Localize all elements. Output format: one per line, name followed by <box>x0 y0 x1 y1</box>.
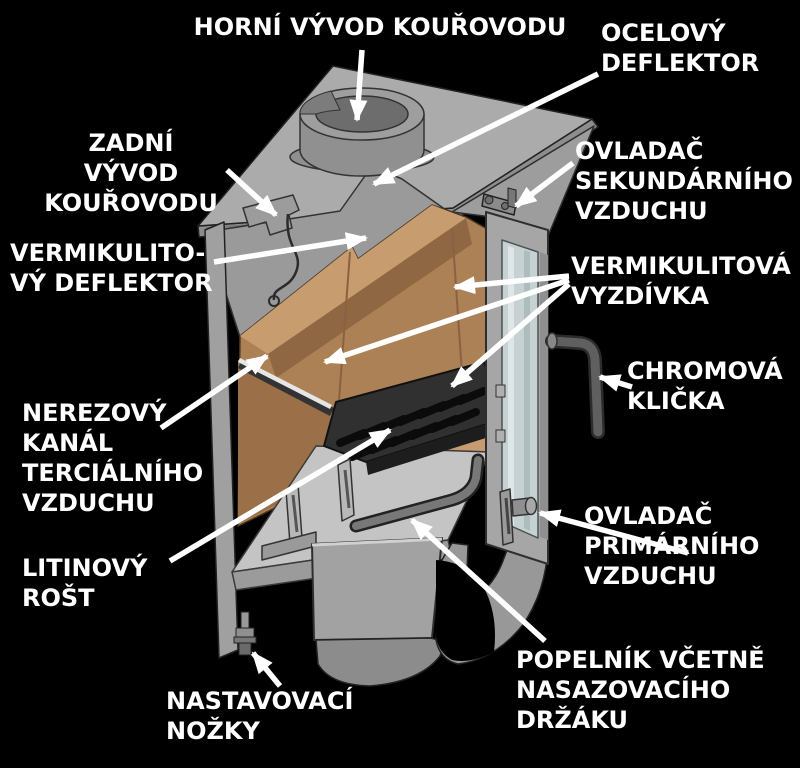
label-vermiculite-lining: VERMIKULITOVÁ VYZDÍVKA <box>571 252 791 310</box>
ash-pan-part <box>311 537 443 641</box>
label-top-flue-outlet: HORNÍ VÝVOD KOUŘOVODU <box>193 13 567 41</box>
label-adjustable-feet: NASTAVOVACÍ NOŽKY <box>166 687 354 745</box>
arrow-top-flue-outlet <box>349 49 368 122</box>
annotation-arrows <box>159 49 689 688</box>
left-cut-edge <box>204 221 239 659</box>
label-rear-flue-outlet: ZADNÍ VÝVOD KOUŘOVODU <box>44 129 218 217</box>
primary-air-control-part <box>499 488 538 546</box>
label-cast-iron-grate: LITINOVÝ ROŠT <box>22 554 148 612</box>
arrow-adjustable-feet <box>250 651 283 688</box>
arrow-secondary-air <box>514 160 575 209</box>
label-tertiary-air-channel: NEREZOVÝ KANÁL TERCIÁLNÍHO VZDUCHU <box>22 399 204 517</box>
chrome-handle-part <box>545 332 605 439</box>
label-ash-pan: POPELNÍK VČETNĚ NASAZOVACÍHO DRŽÁKU <box>516 646 765 734</box>
arrow-cast-iron-grate <box>168 427 392 564</box>
arrow-ash-pan <box>410 517 547 644</box>
arrow-lining-2 <box>323 277 570 365</box>
label-primary-air-control: OVLADAČ PRIMÁRNÍHO VZDUCHU <box>584 502 760 590</box>
adjustable-foot-part <box>233 611 257 656</box>
arrow-lining-3 <box>450 281 571 389</box>
shelf-rails <box>261 458 355 561</box>
arrow-chrome-handle <box>598 374 633 392</box>
secondary-air-control-part <box>481 187 517 216</box>
arrow-lining-1 <box>453 273 570 295</box>
arrow-steel-deflector <box>372 71 600 187</box>
label-steel-deflector: OCELOVÝ DEFLEKTOR <box>601 19 760 77</box>
label-chrome-handle: CHROMOVÁ KLIČKA <box>627 357 783 415</box>
label-vermiculite-deflector: VERMIKULITO- VÝ DEFLEKTOR <box>10 239 213 297</box>
flue-collar <box>289 87 435 177</box>
label-secondary-air-control: OVLADAČ SEKUNDÁRNÍHO VZDUCHU <box>575 137 793 225</box>
arrow-vermiculite-deflector <box>213 232 368 265</box>
ash-pan-holder-rod <box>349 453 485 533</box>
arrow-rear-flue-outlet <box>225 167 278 218</box>
arrow-primary-air <box>538 509 689 556</box>
arrow-tertiary-channel <box>159 353 269 431</box>
